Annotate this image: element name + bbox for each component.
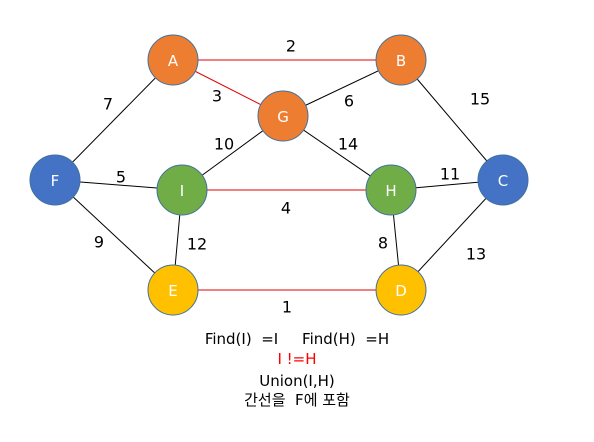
node-c: C <box>477 154 529 206</box>
edge-weight-g-h: 14 <box>338 135 358 154</box>
edge-weight-h-d: 8 <box>378 234 388 253</box>
node-b: B <box>375 34 427 86</box>
node-label-i: I <box>180 182 184 200</box>
node-i: I <box>156 164 208 216</box>
node-g: G <box>257 90 309 142</box>
weights-layer: 2 3 7 6 15 10 14 5 9 4 12 11 8 13 1 <box>94 37 490 317</box>
node-label-e: E <box>168 282 177 300</box>
union-text: Union(I,H) <box>259 372 335 390</box>
node-circle-a <box>147 34 199 86</box>
node-circle-d <box>375 264 427 316</box>
edge-weight-a-g: 3 <box>212 87 222 106</box>
inequality-text: I !=H <box>277 350 317 368</box>
edge-b-c <box>400 59 504 181</box>
edge-weight-h-c: 11 <box>440 165 460 184</box>
node-circle-f <box>29 154 81 206</box>
node-circle-b <box>375 34 427 86</box>
node-circle-i <box>156 164 208 216</box>
node-h: H <box>365 164 417 216</box>
node-label-a: A <box>168 52 179 70</box>
node-e: E <box>147 264 199 316</box>
edge-weight-g-i: 10 <box>214 135 234 154</box>
edge-weight-f-e: 9 <box>94 233 104 252</box>
node-label-b: B <box>396 52 406 70</box>
node-label-f: F <box>51 172 60 190</box>
edge-a-f <box>54 59 174 181</box>
node-circle-e <box>147 264 199 316</box>
node-circle-c <box>477 154 529 206</box>
edge-weight-e-d: 1 <box>282 298 292 317</box>
node-circle-g <box>257 90 309 142</box>
include-edge-text: 간선을 F에 포함 <box>244 391 350 409</box>
edge-weight-f-i: 5 <box>116 168 126 187</box>
edge-weight-i-h: 4 <box>281 199 291 218</box>
edge-weight-b-c: 15 <box>470 90 490 109</box>
node-circle-h <box>365 164 417 216</box>
edge-weight-i-e: 12 <box>187 235 207 254</box>
find-result-text: Find(I) =I Find(H) =H <box>204 330 390 348</box>
node-d: D <box>375 264 427 316</box>
node-label-d: D <box>395 282 407 300</box>
nodes-layer: A B G F I H C E D <box>29 34 529 316</box>
node-label-g: G <box>277 108 289 126</box>
node-f: F <box>29 154 81 206</box>
edge-f-e <box>54 179 174 291</box>
node-label-c: C <box>498 172 508 190</box>
node-label-h: H <box>385 182 396 200</box>
edge-weight-b-g: 6 <box>344 92 354 111</box>
edge-weight-a-b: 2 <box>286 37 296 56</box>
edge-weight-a-f: 7 <box>103 95 113 114</box>
edge-weight-c-d: 13 <box>466 245 486 264</box>
node-a: A <box>147 34 199 86</box>
